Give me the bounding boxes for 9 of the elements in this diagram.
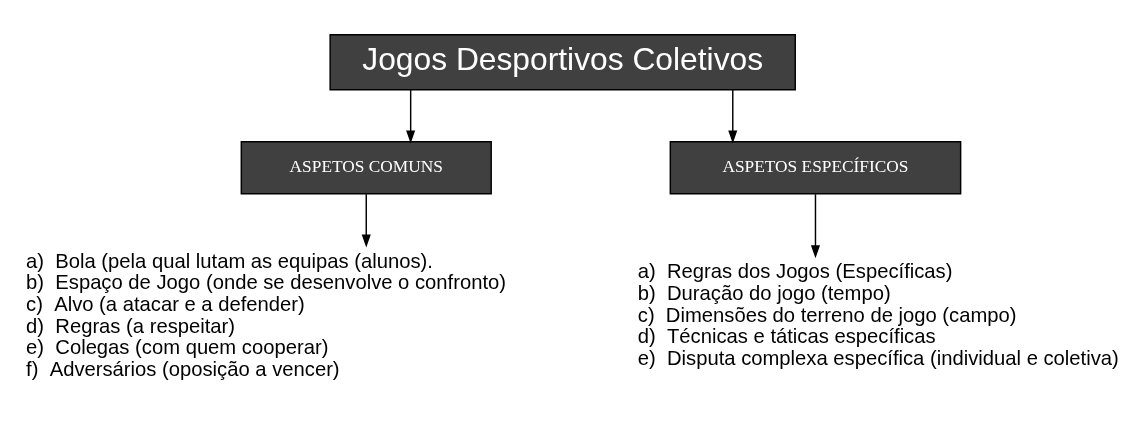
arrow	[728, 88, 738, 143]
node-box: Jogos Desportivos Coletivos	[329, 33, 796, 90]
node-box: ASPETOS COMUNS	[240, 140, 492, 194]
arrow	[361, 193, 371, 248]
arrow	[810, 193, 821, 258]
node-box: ASPETOS ESPECÍFICOS	[669, 140, 962, 194]
arrow	[406, 88, 416, 143]
node-text: a) Bola (pela qual lutam as equipas (alunos). b) Espaço de Jogo (onde se desenvolve o confronto) c) Alvo (a atacar e a defender) d) Regras (a respeitar) e) Colegas (com quem cooperar) f) Adversários (oposição a vencer)	[26, 249, 507, 380]
node-text: a) Regras dos Jogos (Específicas) b) Duração do jogo (tempo) c) Dimensões do terreno de jogo (campo) d) Técnicas e táticas específicas e) Disputa complexa específica (individual e coletiva)	[637, 259, 1119, 369]
